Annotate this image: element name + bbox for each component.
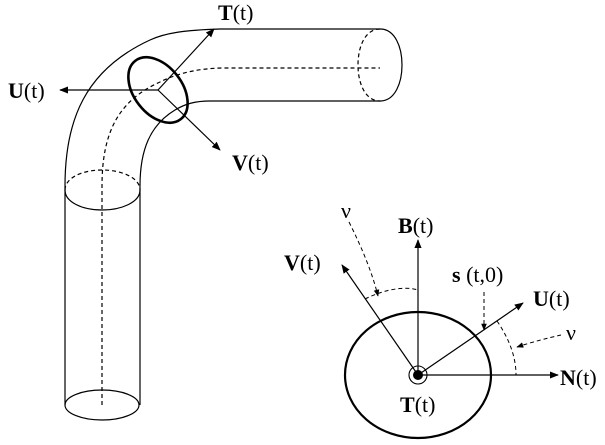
tube-right-end [379, 28, 403, 102]
surface-point-label: s (t,0) [452, 262, 503, 287]
tube-cross-section [127, 56, 189, 124]
nu-left-leader [348, 221, 380, 297]
cross-section-detail [341, 221, 562, 440]
binormal-label: B(t) [398, 213, 433, 238]
nu-right-label: ν [566, 320, 576, 345]
angle-arc-left [364, 287, 419, 300]
cs-tangent-label: T(t) [400, 392, 435, 417]
tube-outer-contour [64, 28, 380, 405]
tube-tangent-arrow [157, 28, 215, 91]
v-vector-arrow [341, 264, 419, 376]
cs-v-label: V(t) [284, 250, 321, 275]
normal-label: N(t) [560, 365, 597, 390]
u-vector-arrow [417, 302, 524, 376]
cs-u-label: U(t) [533, 286, 570, 311]
bent-tube [64, 28, 403, 421]
tube-frame-arrows [59, 28, 221, 151]
nu-right-leader [516, 334, 562, 348]
nu-left-label: ν [341, 198, 351, 223]
tube-right-end-hidden [357, 28, 381, 102]
tube-u-label: U(t) [8, 78, 45, 103]
tube-v-label: V(t) [232, 150, 269, 175]
tube-v-arrow [157, 89, 221, 151]
tube-inner-contour [139, 100, 380, 405]
tube-mid-section-front [64, 189, 141, 211]
angle-arc-right [496, 320, 517, 376]
tube-tangent-label: T(t) [218, 0, 253, 25]
tube-centerline [101, 67, 380, 405]
